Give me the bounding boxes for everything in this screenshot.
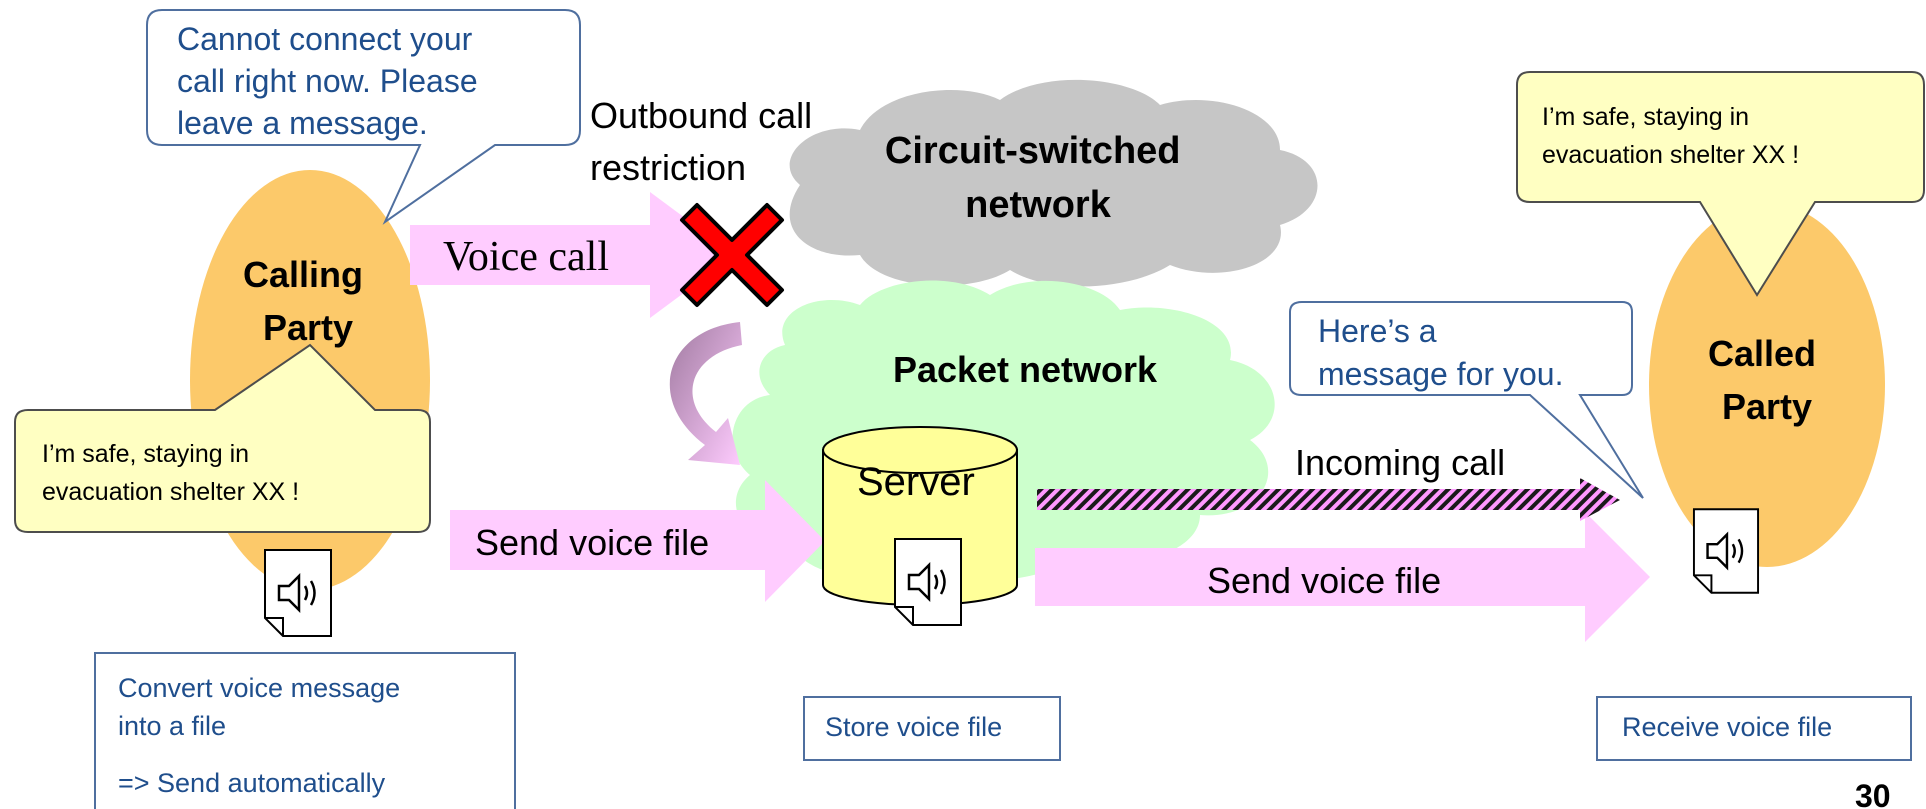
voice-call-arrow: Voice call — [410, 192, 735, 318]
callout-cannot-connect: Cannot connect your call right now. Plea… — [146, 9, 581, 225]
callout-message-text: Here’s a message for you. — [1318, 313, 1563, 392]
incoming-call-label: Incoming call — [1295, 442, 1505, 483]
incoming-call-arrow: Incoming call — [1037, 442, 1620, 521]
circuit-switched-cloud: Circuit-switched network — [789, 79, 1318, 287]
curved-arrow-icon — [669, 322, 742, 465]
server-cylinder: Server — [822, 426, 1018, 606]
voice-call-label: Voice call — [443, 234, 609, 280]
send-voice-file-arrow-right: Send voice file — [1035, 512, 1650, 642]
send-voice-file-right-label: Send voice file — [1207, 560, 1441, 601]
page-number: 30 — [1855, 778, 1891, 809]
store-voice-file-box: Store voice file — [803, 696, 1061, 761]
speaker-file-icon — [1692, 508, 1760, 594]
called-party: Called Party — [1649, 203, 1885, 567]
called-party-label: Called Party — [1708, 333, 1826, 427]
callout-message-for-you: Here’s a message for you. — [1289, 301, 1644, 499]
cross-icon — [680, 203, 784, 307]
called-bubble-text: I’m safe, staying in evacuation shelter … — [1542, 103, 1799, 169]
send-voice-file-left-label: Send voice file — [475, 522, 709, 563]
circuit-network-label: Circuit-switched network — [885, 130, 1191, 226]
convert-box-text: Convert voice message into a file => Sen… — [118, 673, 408, 798]
calling-bubble-text: I’m safe, staying in evacuation shelter … — [42, 440, 299, 506]
packet-network-label: Packet network — [893, 349, 1158, 390]
calling-party-speech-bubble: I’m safe, staying in evacuation shelter … — [14, 343, 431, 533]
server-label: Server — [857, 460, 975, 504]
outbound-restriction-label: Outbound call restriction — [590, 95, 822, 188]
calling-party-label: Calling Party — [243, 254, 373, 348]
receive-box-text: Receive voice file — [1622, 712, 1832, 742]
speaker-file-icon — [263, 548, 333, 638]
called-party-speech-bubble: I’m safe, staying in evacuation shelter … — [1516, 71, 1925, 297]
store-box-text: Store voice file — [825, 712, 1002, 742]
send-voice-file-arrow-left: Send voice file — [450, 480, 825, 602]
convert-voice-box: Convert voice message into a file => Sen… — [94, 652, 516, 809]
callout-cannot-connect-text: Cannot connect your call right now. Plea… — [177, 21, 487, 141]
receive-voice-file-box: Receive voice file — [1596, 696, 1912, 761]
speaker-file-icon — [893, 537, 963, 627]
